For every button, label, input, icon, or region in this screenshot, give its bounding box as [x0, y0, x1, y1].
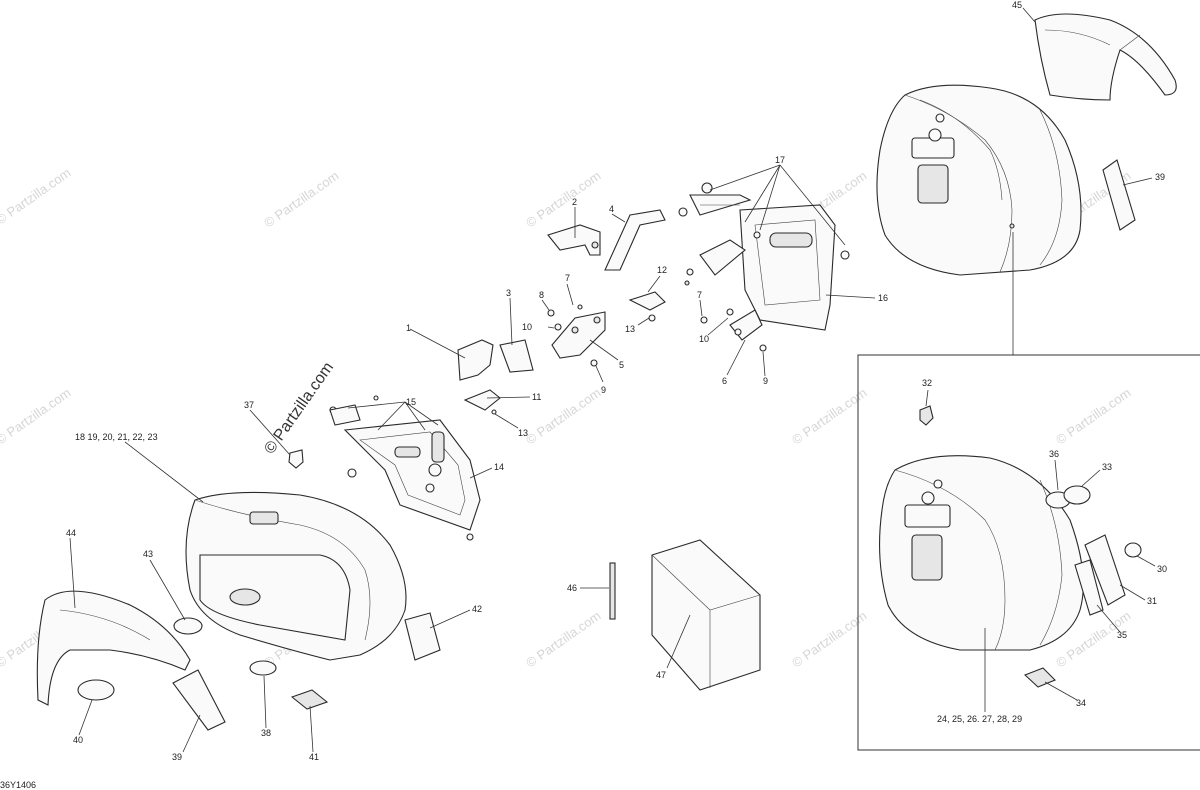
- reflector-43: [173, 617, 203, 635]
- label-9a: 9: [601, 385, 606, 395]
- watermark: © Partzilla.com: [0, 165, 73, 228]
- label-10b: 10: [699, 334, 709, 344]
- label-7b: 7: [697, 290, 702, 300]
- key-37: [288, 449, 304, 469]
- label-38: 38: [261, 728, 271, 738]
- saddlebag-right-inset: [879, 455, 1084, 651]
- label-33: 33: [1102, 462, 1112, 472]
- disc-38: [249, 660, 277, 676]
- label-13b: 13: [518, 428, 528, 438]
- rail-bracket-14: [329, 404, 481, 541]
- bracket-5: [551, 311, 606, 359]
- label-9b: 9: [763, 376, 768, 386]
- label-5: 5: [619, 360, 624, 370]
- callout-labels: 45 39 17 16 2 4 12 7 8 10 13 5 9 7 10 6 …: [0, 0, 1167, 790]
- label-39-left: 39: [172, 752, 182, 762]
- bracket-6: [729, 309, 763, 341]
- inset-frame: [857, 354, 1200, 751]
- drawing-code: 36Y1406: [0, 780, 36, 790]
- lid-cover-45: [1034, 13, 1177, 101]
- label-32: 32: [922, 378, 932, 388]
- label-43: 43: [143, 549, 153, 559]
- label-12: 12: [657, 265, 667, 275]
- watermark: © Partzilla.com: [789, 385, 869, 448]
- label-6: 6: [722, 376, 727, 386]
- label-11: 11: [532, 392, 541, 402]
- box-47: [651, 539, 761, 691]
- label-44: 44: [66, 528, 76, 538]
- bracket-12: [628, 280, 690, 311]
- label-42: 42: [472, 604, 482, 614]
- bracket-1: [457, 339, 494, 381]
- pin-46: [609, 562, 616, 620]
- label-10a: 10: [522, 322, 532, 332]
- watermark: © Partzilla.com: [523, 168, 603, 231]
- label-37: 37: [244, 400, 254, 410]
- reflector-39-left: [172, 669, 226, 731]
- label-4: 4: [609, 204, 614, 214]
- label-39-right: 39: [1155, 172, 1165, 182]
- label-13a: 13: [625, 324, 635, 334]
- label-30: 30: [1157, 564, 1167, 574]
- label-7a: 7: [565, 273, 570, 283]
- reflector-39-right: [1102, 159, 1136, 231]
- bracket-11: [463, 389, 501, 411]
- saddlebag-right-upper: [876, 84, 1082, 276]
- key-32: [919, 405, 934, 426]
- label-34: [1023, 667, 1056, 688]
- label-18-23: 18 19, 20, 21, 22, 23: [75, 432, 158, 442]
- watermark: © Partzilla.com: [1053, 385, 1133, 448]
- label-41: [290, 689, 329, 710]
- bracket-2: [547, 224, 601, 256]
- label-35: 35: [1117, 630, 1127, 640]
- saddlebag-left: [185, 491, 407, 661]
- label-15: 15: [406, 397, 416, 407]
- reflector-42: [404, 612, 441, 661]
- label-45: 45: [1012, 0, 1022, 10]
- leader-lines: [69, 7, 1156, 753]
- label-40: 40: [73, 735, 83, 745]
- label-46: 46: [567, 583, 577, 593]
- disc-40: [77, 679, 115, 701]
- label-41: 41: [309, 752, 319, 762]
- label-24-29: 24, 25, 26. 27, 28, 29: [937, 714, 1022, 724]
- label-34: 34: [1076, 698, 1086, 708]
- watermark: © Partzilla.com: [523, 608, 603, 671]
- watermark: © Partzilla.com: [789, 608, 869, 671]
- label-14: 14: [494, 462, 504, 472]
- label-17: 17: [775, 155, 785, 165]
- disc-30: [1124, 542, 1142, 558]
- disc-33: [1063, 485, 1091, 505]
- label-47: 47: [656, 670, 666, 680]
- rail-bracket-16: [678, 182, 850, 331]
- label-8: 8: [539, 290, 544, 300]
- label-31: 31: [1147, 596, 1157, 606]
- reflector-31: [1084, 534, 1126, 606]
- label-36: 36: [1049, 449, 1059, 459]
- watermark: © Partzilla.com: [261, 168, 341, 231]
- cover-44: [36, 590, 191, 706]
- hardware: [329, 304, 767, 415]
- watermark: © Partzilla.com: [0, 385, 73, 448]
- bracket-4: [604, 209, 666, 271]
- reflector-35: [1074, 559, 1104, 616]
- label-3: 3: [506, 288, 511, 298]
- label-2: 2: [572, 197, 577, 207]
- bracket-3: [499, 339, 534, 373]
- label-16: 16: [878, 293, 888, 303]
- watermark-dark: © Partzilla.com: [261, 359, 337, 457]
- label-1: 1: [406, 323, 411, 333]
